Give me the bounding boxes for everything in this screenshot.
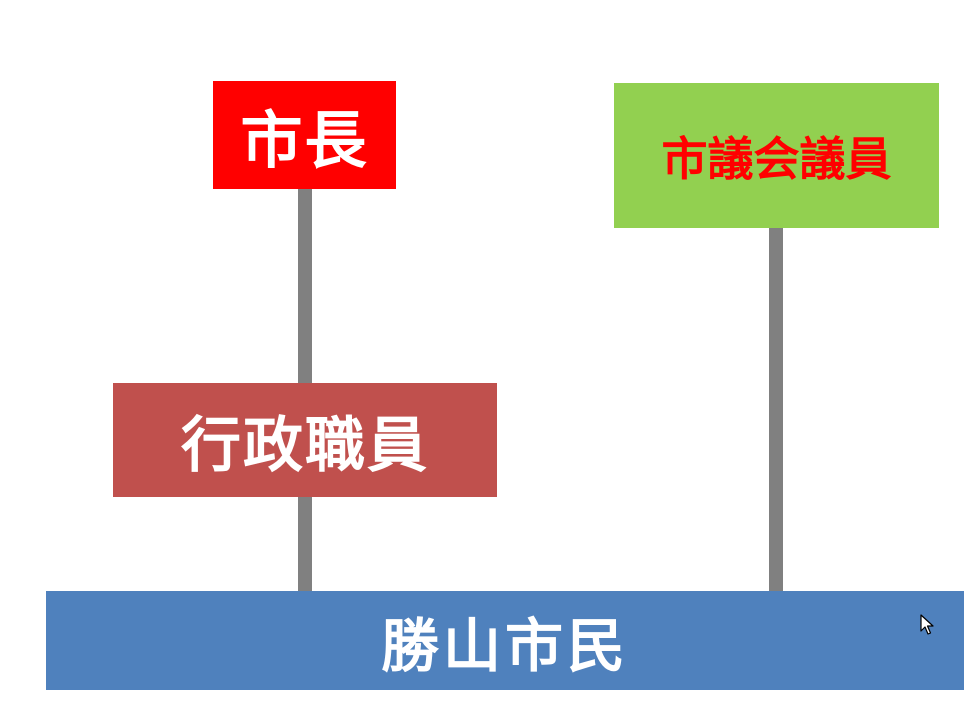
connector-staff-to-citizens: [298, 497, 312, 591]
council-member-label: 市議会議員: [661, 131, 892, 186]
administrative-staff-label: 行政職員: [181, 410, 429, 481]
mayor-label: 市長: [240, 104, 369, 177]
citizens-label: 勝山市民: [380, 611, 629, 680]
connector-mayor-to-staff: [298, 189, 312, 383]
connector-council-to-citizens: [769, 228, 783, 591]
council-member-box: 市議会議員: [614, 83, 939, 228]
citizens-box: 勝山市民: [46, 591, 964, 690]
administrative-staff-box: 行政職員: [113, 383, 497, 497]
mayor-box: 市長: [213, 81, 396, 189]
mouse-pointer-icon: [920, 614, 934, 635]
